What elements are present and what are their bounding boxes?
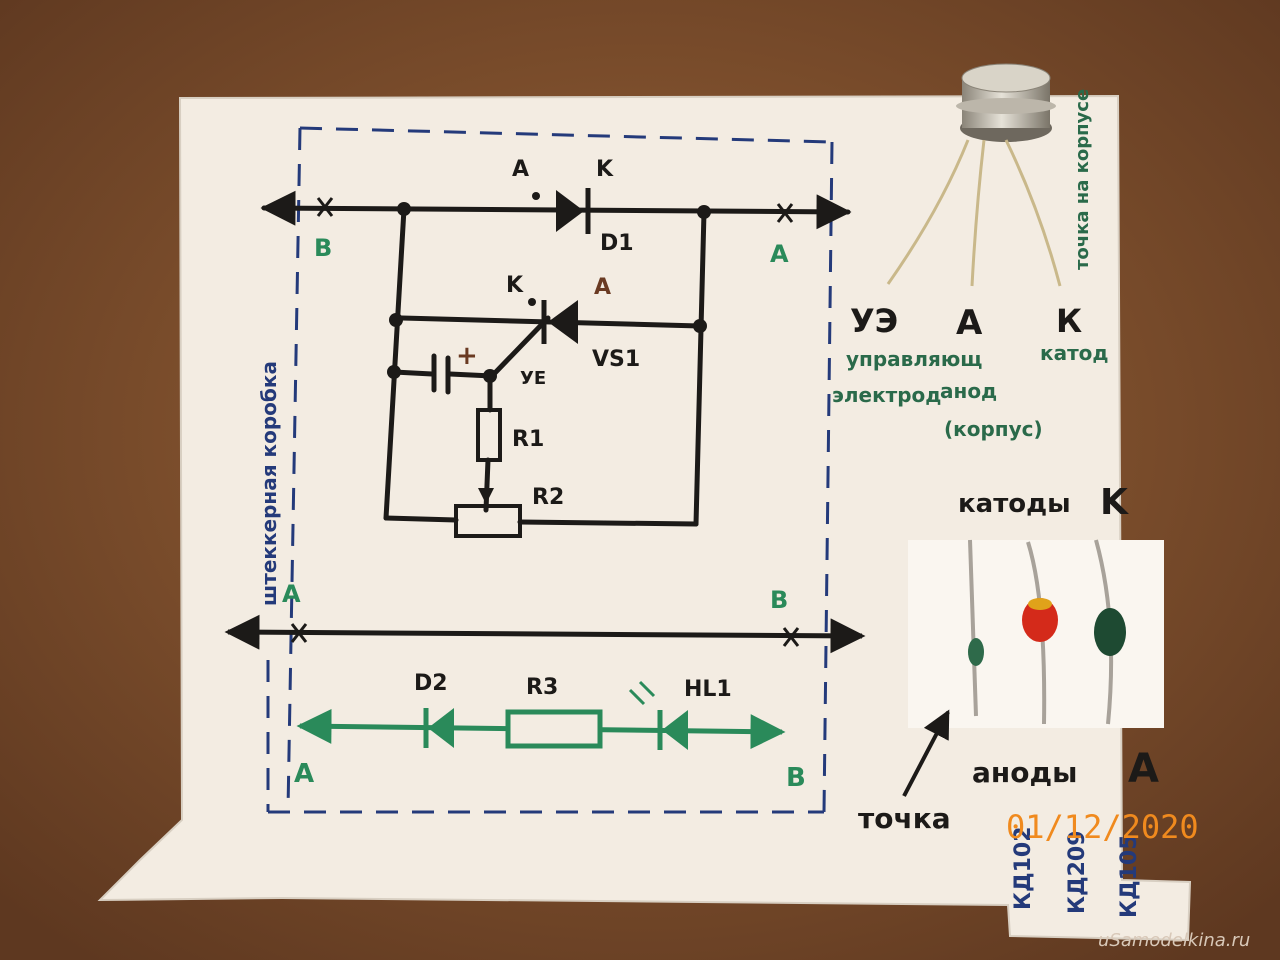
label-thy-a: A xyxy=(594,275,611,300)
hl1-led-symbol xyxy=(662,710,688,750)
d2-diode-symbol xyxy=(428,708,454,748)
note-connector-box: штеккерная коробка xyxy=(257,361,281,606)
label-ue: УЕ xyxy=(520,368,546,389)
d1-diode-symbol xyxy=(556,190,584,232)
bottom-bus-line xyxy=(224,614,866,654)
label-r1: R1 xyxy=(512,427,544,452)
label-cathodes-k: K xyxy=(1100,482,1129,523)
label-vs1: VS1 xyxy=(592,347,640,372)
label-plus: + xyxy=(456,341,478,371)
label-top-a: A xyxy=(512,157,529,182)
pin-case: (корпус) xyxy=(944,417,1043,441)
label-dot: точка xyxy=(858,802,951,835)
label-top-k: K xyxy=(596,157,614,182)
hl1-light-arrows xyxy=(628,680,656,706)
label-bottom-a: A xyxy=(282,580,301,608)
label-kd1: КД102 xyxy=(1011,827,1036,911)
dot-pointer-arrow xyxy=(902,709,950,797)
pin-k: К xyxy=(1056,302,1082,340)
connector-box-outline xyxy=(266,126,834,814)
label-r3: R3 xyxy=(526,675,558,700)
label-anodes-a: A xyxy=(1128,746,1159,792)
r2-wiper-arrow xyxy=(478,488,494,504)
label-hl1: HL1 xyxy=(684,677,732,702)
label-kd2: КД209 xyxy=(1065,831,1090,915)
label-bottom-b: B xyxy=(770,586,788,614)
watermark: uSamodelkina.ru xyxy=(1098,930,1250,951)
pin-cathode: катод xyxy=(1040,341,1109,365)
label-r2: R2 xyxy=(532,485,564,510)
r1-resistor xyxy=(476,408,502,462)
label-anodes: аноды xyxy=(972,756,1077,789)
junction-dots xyxy=(387,192,711,383)
pin-ue: УЭ xyxy=(850,302,898,340)
label-green-b: B xyxy=(786,763,806,793)
label-kd3: КД105 xyxy=(1117,835,1142,919)
label-thy-k: K xyxy=(506,273,524,298)
diode-components xyxy=(968,539,1126,725)
led-circuit xyxy=(296,708,786,750)
label-right-a: A xyxy=(770,240,789,268)
pin-a: А xyxy=(956,303,983,343)
label-cathodes: катоды xyxy=(958,489,1071,519)
label-d2: D2 xyxy=(414,671,448,696)
r2-potentiometer xyxy=(454,504,522,538)
pin-control-line2: электрод xyxy=(832,383,941,407)
label-left-b: B xyxy=(314,234,332,262)
date-stamp: 01/12/2020 xyxy=(1006,808,1199,846)
pin-control-line1: управляющ xyxy=(846,347,982,371)
pin-anode: анод xyxy=(940,379,997,403)
label-green-a: A xyxy=(294,759,314,789)
thyristor-component xyxy=(886,63,1062,287)
vs1-thyristor-symbol xyxy=(548,300,578,344)
label-d1: D1 xyxy=(600,231,634,256)
note-dot-on-case: точка на корпусе xyxy=(1072,89,1093,270)
